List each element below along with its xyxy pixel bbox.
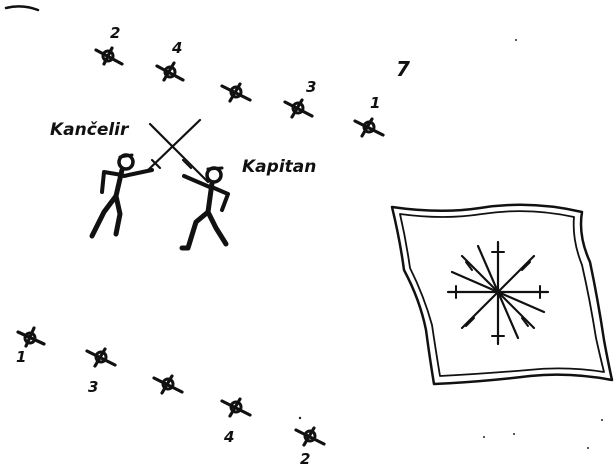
dancer-number: 4 xyxy=(223,428,234,446)
dancer-top-4: 3 xyxy=(285,78,316,117)
dancer-number: 4 xyxy=(171,39,182,57)
label-kancelir: Kančelir xyxy=(50,120,130,140)
paper-specks xyxy=(299,39,603,449)
dancer-number: 1 xyxy=(370,94,380,112)
dancer-number: 2 xyxy=(300,450,310,468)
dancer-top-1: 2 xyxy=(96,24,122,64)
label-kapitan: Kapitan xyxy=(242,157,316,177)
dancer-bottom-4: 4 xyxy=(222,399,250,446)
dancer-bottom-3 xyxy=(154,376,182,393)
star-emblem-icon xyxy=(448,242,548,344)
dancer-bottom-5: 2 xyxy=(296,428,324,468)
crossed-swords xyxy=(146,120,208,182)
dancer-top-3 xyxy=(222,84,250,101)
dancer-bottom-1: 1 xyxy=(16,328,44,366)
dancer-number: 3 xyxy=(88,378,98,396)
figure-kancelir xyxy=(92,155,152,236)
flag xyxy=(392,205,612,384)
dancer-number: 2 xyxy=(110,24,120,42)
dancer-bottom-2: 3 xyxy=(87,349,115,396)
dancer-number: 3 xyxy=(306,78,316,96)
dancer-top-2: 4 xyxy=(157,39,183,80)
dancer-top-5: 1 xyxy=(355,94,383,136)
dancer-number: 1 xyxy=(16,348,26,366)
top-right-mark: 7 xyxy=(396,57,410,81)
stray-mark xyxy=(6,6,38,10)
